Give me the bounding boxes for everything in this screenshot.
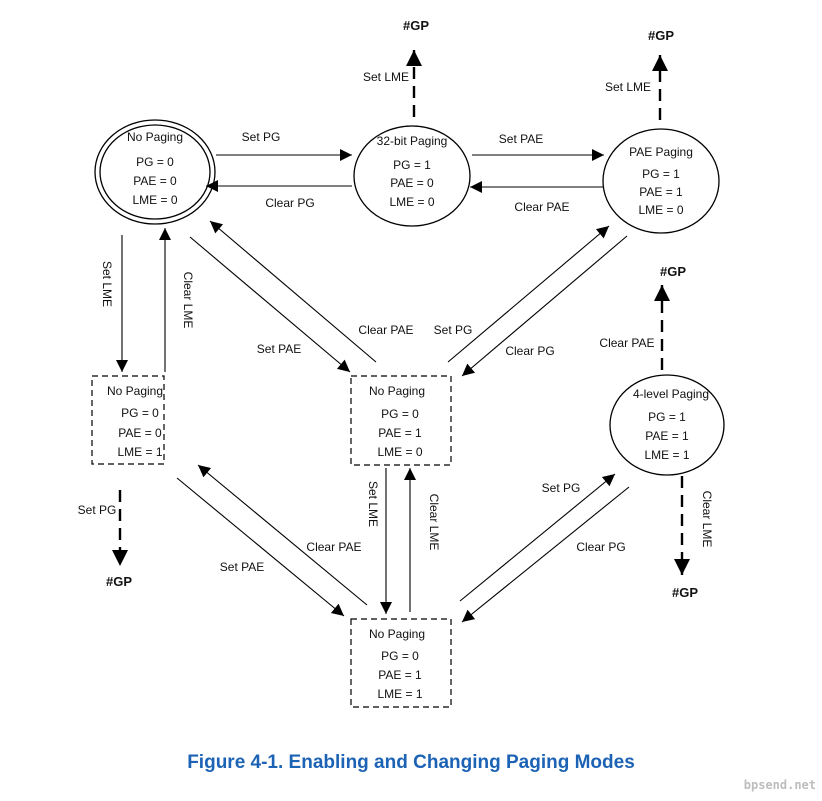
edge-clear-pg-diag: Clear PG (461, 235, 628, 377)
edge-label: Set PAE (499, 132, 543, 146)
state-32bit-paging: 32-bit Paging PG = 1 PAE = 0 LME = 0 (353, 125, 471, 227)
state-title: 4-level Paging (633, 387, 709, 401)
edge-label: Clear PAE (358, 323, 413, 337)
state-title: No Paging (369, 627, 425, 641)
edge-label: Clear PAE (306, 540, 361, 554)
edge-label: Set PAE (220, 560, 264, 574)
edge-label: Set PG (542, 481, 581, 495)
edge-clear-pae-bottom: Clear PAE (197, 464, 368, 606)
state-lme-value: LME = 0 (389, 195, 434, 209)
state-title: No Paging (369, 384, 425, 398)
edge-clear-lme-left: Clear LME (159, 228, 195, 372)
edge-clear-pae-diag: Clear PAE (209, 220, 414, 363)
figure-caption: Figure 4-1. Enabling and Changing Paging… (187, 752, 635, 773)
state-lme-value: LME = 0 (132, 193, 177, 207)
state-pg-value: PG = 1 (648, 410, 686, 424)
edge-clear-pae-top: Clear PAE (470, 181, 603, 214)
state-lme-value: LME = 0 (377, 445, 422, 459)
state-title: No Paging (107, 384, 163, 398)
gp-exception-label: #GP (660, 264, 686, 279)
edge-clear-lme-4level-gp: Clear LME #GP (672, 476, 714, 600)
edge-clear-pg-bottom: Clear PG (461, 486, 630, 623)
state-pae-value: PAE = 1 (378, 426, 422, 440)
state-title: 32-bit Paging (377, 134, 448, 148)
edge-label: Set PG (242, 130, 281, 144)
edge-set-pae-top: Set PAE (472, 132, 604, 161)
edge-label: Set LME (100, 261, 114, 307)
edge-label: Clear PG (505, 344, 554, 358)
edge-label: Set LME (366, 481, 380, 527)
state-no-paging-pae-lme: No Paging PG = 0 PAE = 1 LME = 1 (350, 618, 452, 708)
edge-set-pg-left-gp: Set PG #GP (78, 490, 132, 589)
edge-label: Clear PG (576, 540, 625, 554)
edge-label: Clear PAE (599, 336, 654, 350)
edge-label: Clear LME (181, 272, 195, 329)
state-lme-value: LME = 1 (117, 445, 162, 459)
edge-label: Set PAE (257, 342, 301, 356)
state-pae-value: PAE = 0 (118, 426, 162, 440)
state-4level-paging: 4-level Paging PG = 1 PAE = 1 LME = 1 (609, 374, 725, 476)
edge-set-pg-top: Set PG (216, 130, 352, 161)
edge-clear-pg-top: Clear PG (206, 180, 352, 210)
gp-exception-label: #GP (403, 18, 429, 33)
state-lme-value: LME = 1 (377, 687, 422, 701)
state-pae-paging: PAE Paging PG = 1 PAE = 1 LME = 0 (602, 128, 720, 234)
edge-label: Set LME (363, 70, 409, 84)
edge-set-lme-32bit-gp: Set LME #GP (363, 18, 429, 117)
state-pae-value: PAE = 0 (133, 174, 177, 188)
edge-set-pae-diag: Set PAE (189, 236, 351, 373)
edge-set-lme-pae-gp: Set LME #GP (605, 28, 674, 120)
state-no-paging-pae: No Paging PG = 0 PAE = 1 LME = 0 (350, 375, 452, 466)
gp-exception-label: #GP (106, 574, 132, 589)
state-title: PAE Paging (629, 145, 693, 159)
watermark: bpsend.net (743, 778, 816, 792)
state-lme-value: LME = 1 (644, 448, 689, 462)
gp-exception-label: #GP (672, 585, 698, 600)
state-pae-value: PAE = 1 (639, 185, 683, 199)
edge-label: Set PG (434, 323, 473, 337)
state-pae-value: PAE = 0 (390, 176, 434, 190)
state-pg-value: PG = 0 (381, 407, 419, 421)
edge-label: Clear LME (427, 494, 441, 551)
state-pg-value: PG = 0 (381, 649, 419, 663)
state-pae-value: PAE = 1 (645, 429, 689, 443)
edge-label: Clear PG (265, 196, 314, 210)
state-pg-value: PG = 1 (393, 158, 431, 172)
state-pg-value: PG = 0 (121, 406, 159, 420)
edge-label: Clear LME (700, 491, 714, 548)
edge-set-pg-diag: Set PG (434, 225, 610, 363)
state-pae-value: PAE = 1 (378, 668, 422, 682)
edge-set-lme-mid: Set LME (366, 468, 392, 614)
state-title: No Paging (127, 130, 183, 144)
edge-label: Clear PAE (514, 200, 569, 214)
state-no-paging-lme: No Paging PG = 0 PAE = 0 LME = 1 (91, 375, 165, 465)
state-lme-value: LME = 0 (638, 203, 683, 217)
edge-clear-lme-mid: Clear LME (404, 468, 441, 612)
edge-label: Set LME (605, 80, 651, 94)
edge-set-pae-bottom: Set PAE (176, 477, 345, 617)
state-no-paging-initial: No Paging PG = 0 PAE = 0 LME = 0 (94, 119, 216, 225)
state-pg-value: PG = 0 (136, 155, 174, 169)
edge-set-pg-bottom: Set PG (459, 473, 616, 602)
edge-set-lme-left: Set LME (100, 235, 128, 372)
edge-label: Set PG (78, 503, 117, 517)
state-pg-value: PG = 1 (642, 167, 680, 181)
edge-clear-pae-4level-gp: Clear PAE #GP (599, 264, 686, 370)
gp-exception-label: #GP (648, 28, 674, 43)
paging-modes-diagram: No Paging PG = 0 PAE = 0 LME = 0 32-bit … (78, 18, 725, 708)
